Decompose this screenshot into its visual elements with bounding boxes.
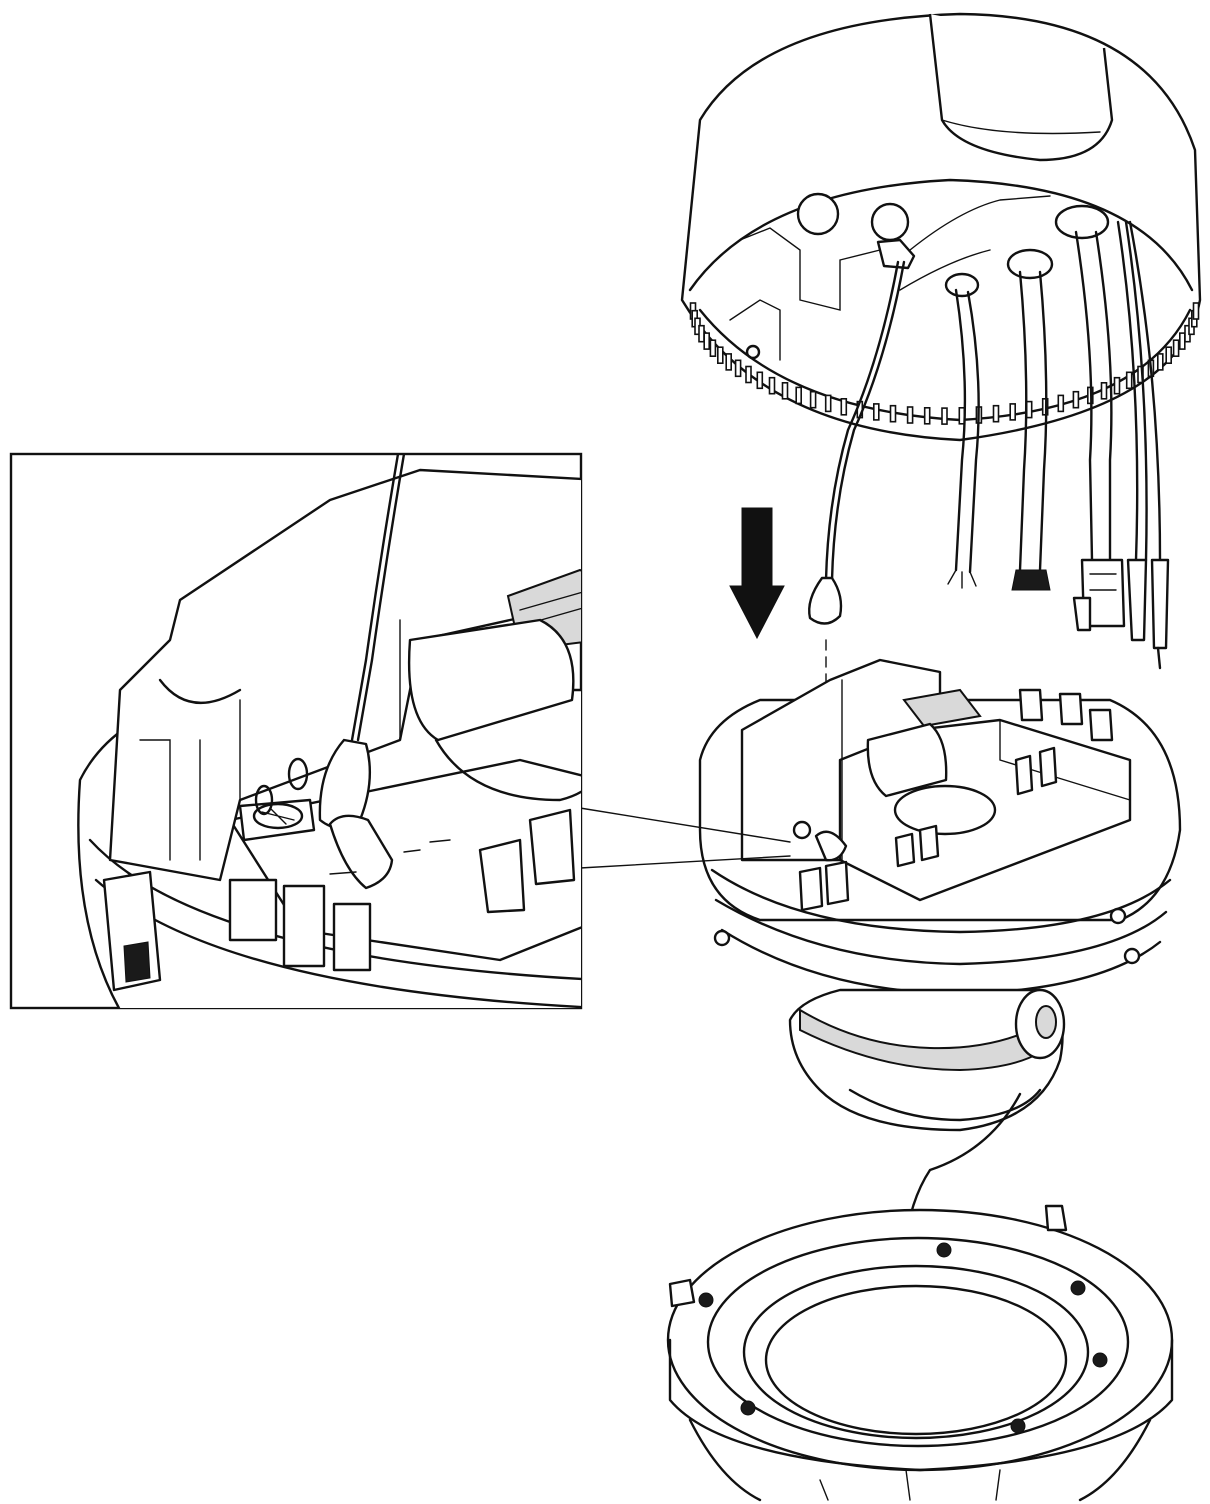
rim-tooth <box>824 394 832 413</box>
rim-tooth <box>745 365 752 384</box>
dome-bubble-icon <box>688 1418 1152 1502</box>
rim-tooth <box>1057 394 1065 413</box>
rim-tooth <box>1172 339 1180 358</box>
detail-inset-icon <box>9 452 791 1010</box>
rim-tooth <box>698 324 705 343</box>
rim-tooth <box>1072 390 1080 409</box>
rim-tooth <box>1113 376 1121 395</box>
rim-tooth <box>768 376 776 395</box>
rim-tooth <box>906 406 914 424</box>
camera-module-icon <box>698 658 1182 1132</box>
cable-bundle-icon <box>947 220 1162 591</box>
dc-power-plug-icon <box>1126 558 1170 670</box>
rim-tooth <box>703 332 711 350</box>
rim-tooth <box>1009 403 1017 421</box>
rim-tooth <box>1025 400 1033 419</box>
rim-tooth <box>840 397 848 416</box>
rim-tooth <box>1165 346 1172 365</box>
safety-wire-icon <box>808 260 906 781</box>
housing-cover-icon <box>680 12 1202 442</box>
rim-tooth <box>795 386 803 405</box>
rim-tooth <box>809 390 817 409</box>
rim-tooth <box>1179 332 1186 350</box>
rim-tooth <box>1157 353 1164 371</box>
mounting-ring-icon <box>666 1204 1174 1472</box>
arrow-down-icon <box>729 507 785 640</box>
rim-tooth <box>941 407 948 425</box>
rim-tooth <box>1100 381 1108 400</box>
rim-tooth <box>725 353 733 371</box>
rim-tooth <box>923 406 931 425</box>
rim-tooth <box>872 403 880 421</box>
rim-tooth <box>734 359 742 378</box>
rim-tooth <box>709 339 717 358</box>
rim-tooth <box>889 404 897 423</box>
rim-tooth <box>992 404 1000 423</box>
rim-tooth <box>1125 371 1133 390</box>
rj45-connector-icon <box>1072 558 1126 632</box>
rim-tooth <box>781 381 789 400</box>
rim-tooth <box>716 346 724 365</box>
rim-tooth <box>1192 302 1200 320</box>
rim-tooth <box>756 371 764 390</box>
